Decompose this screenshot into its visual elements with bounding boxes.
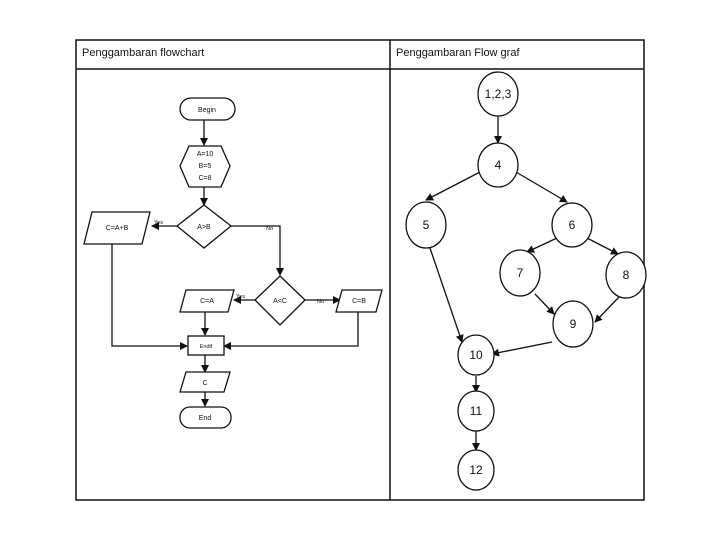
graph-node-8 <box>605 251 647 299</box>
table-frame <box>75 39 645 501</box>
merge-box <box>187 335 225 356</box>
header-flowgraph: Penggambaran Flow graf <box>396 47 520 59</box>
flow-graph: 1,2,3 4 5 6 7 8 9 10 11 12 <box>405 71 647 491</box>
label-yes-1: Yes <box>154 220 163 226</box>
graph-node-label: 7 <box>517 266 524 280</box>
begin-label: Begin <box>198 107 216 114</box>
edge-8-9 <box>594 296 620 323</box>
init-line-2: B=5 <box>199 163 212 170</box>
assign-ca <box>179 289 235 313</box>
init-line-1: A=10 <box>197 151 214 158</box>
begin-terminator <box>179 97 236 121</box>
label-no-2: No <box>317 299 324 305</box>
decision-ac <box>254 275 306 326</box>
graph-node-label: 10 <box>469 348 483 362</box>
graph-node-9 <box>552 300 594 348</box>
edge-4-6 <box>515 171 568 203</box>
graph-node-4 <box>477 142 519 188</box>
graph-node-label: 8 <box>623 268 630 282</box>
label-no-1: No <box>266 226 273 232</box>
assign-ca-label: C=A <box>200 298 214 305</box>
edge-cb-merge <box>223 312 359 350</box>
graph-node-7 <box>499 249 541 297</box>
label-yes-2: Yes <box>236 294 245 300</box>
output-c <box>179 371 231 393</box>
graph-node-label: 4 <box>495 158 502 172</box>
edge-4-5 <box>425 171 481 201</box>
edge-5-10 <box>429 247 464 343</box>
header-flowchart: Penggambaran flowchart <box>82 47 204 59</box>
edge-no-1 <box>231 225 284 276</box>
decision-ab-label: A>B <box>197 224 211 231</box>
edge-6-7 <box>526 237 558 253</box>
decision-ab <box>175 204 233 249</box>
output-c-label: C <box>202 380 207 387</box>
merge-label: Endif <box>200 344 213 350</box>
assign-cb <box>335 289 383 313</box>
graph-node-6 <box>551 202 593 248</box>
graph-node-11 <box>457 390 495 432</box>
graph-node-label: 12 <box>469 463 483 477</box>
end-terminator <box>179 406 232 429</box>
graph-node-label: 1,2,3 <box>485 87 512 101</box>
graph-node-label: 6 <box>569 218 576 232</box>
graph-node-1-2-3 <box>477 71 519 117</box>
graph-node-5 <box>405 201 447 249</box>
init-line-3: C=8 <box>198 175 211 182</box>
graph-node-10 <box>457 334 495 376</box>
output-sum <box>83 211 151 245</box>
graph-node-label: 5 <box>423 218 430 232</box>
edge-6-8 <box>586 237 619 255</box>
edge-7-9 <box>534 293 555 315</box>
flowchart: Yes No Yes No Begin A=10 B=5 C=8 A>B C=A… <box>83 97 383 429</box>
assign-cb-label: C=B <box>352 298 366 305</box>
edge-9-10 <box>491 341 553 357</box>
decision-ac-label: A<C <box>273 298 287 305</box>
edge-sum-merge <box>111 244 188 350</box>
init-hexagon <box>179 145 231 188</box>
graph-node-label: 11 <box>470 404 483 418</box>
end-label: End <box>199 415 212 422</box>
output-sum-label: C=A+B <box>106 225 129 232</box>
graph-node-label: 9 <box>570 317 577 331</box>
graph-node-12 <box>457 449 495 491</box>
